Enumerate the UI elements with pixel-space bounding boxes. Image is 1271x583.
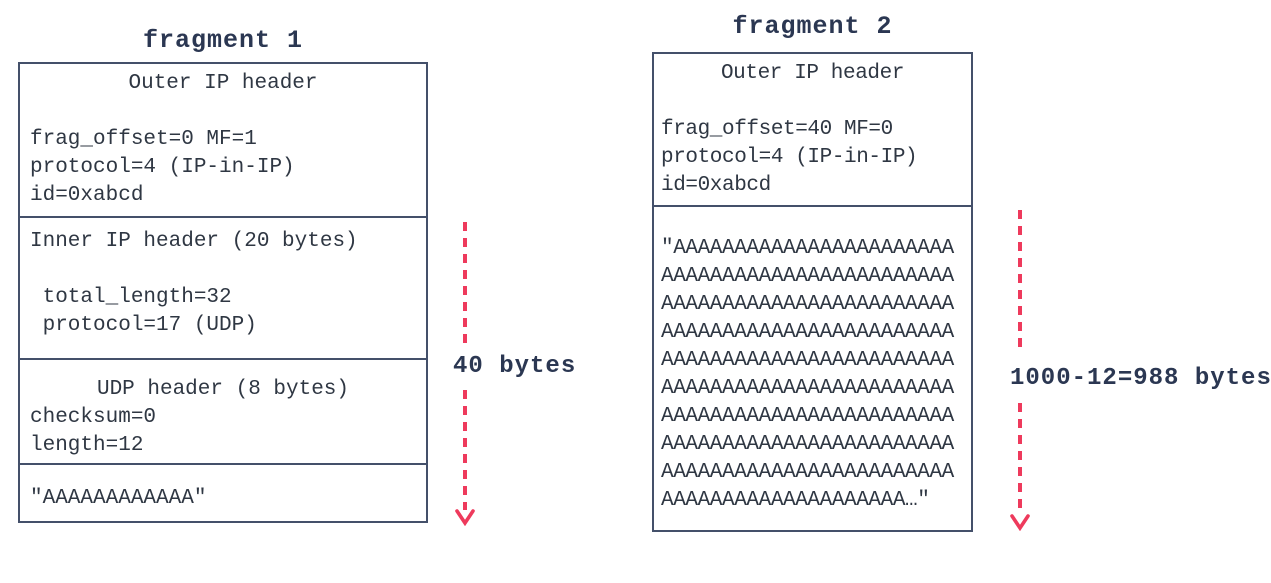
packet-section: Outer IP header frag_offset=40 MF=0 protoc… (654, 54, 971, 207)
packet-field-line: "AAAAAAAAAAAAAAAAAAAAAAA (661, 237, 954, 260)
packet-section: Outer IP header frag_offset=0 MF=1 protoco… (20, 64, 426, 218)
packet-field-line: AAAAAAAAAAAAAAAAAAAAAAAA (661, 349, 954, 372)
packet-field-line: length=12 (30, 434, 144, 457)
packet-field-line: AAAAAAAAAAAAAAAAAAAAAAAA (661, 377, 954, 400)
packet-field-line: checksum=0 (30, 406, 157, 429)
fragment-2-title: fragment 2 (732, 12, 893, 41)
packet-field-line: AAAAAAAAAAAAAAAAAAAAAAAA (661, 265, 954, 288)
packet-field-line: Outer IP header (720, 62, 905, 85)
packet-field-line: id=0xabcd (661, 174, 771, 197)
packet-field-line: frag_offset=40 MF=0 (661, 118, 893, 141)
dashed-line-icon (1018, 403, 1022, 513)
packet-section: "AAAAAAAAAAAAAAAAAAAAAAA AAAAAAAAAAAAAAAA… (654, 207, 971, 530)
packet-field-line: Outer IP header (128, 72, 318, 95)
packet-field-line: protocol=4 (IP-in-IP) (30, 156, 295, 179)
packet-field-line: protocol=17 (UDP) (30, 314, 257, 337)
dashed-line-icon (463, 222, 467, 345)
packet-field-line: protocol=4 (IP-in-IP) (661, 146, 918, 169)
packet-field-line: AAAAAAAAAAAAAAAAAAAAAAAA (661, 293, 954, 316)
dashed-line-icon (463, 390, 467, 510)
fragment-1-length-arrow: 40 bytes (453, 222, 575, 526)
packet-field-line: AAAAAAAAAAAAAAAAAAAA…" (661, 489, 930, 512)
packet-field-line (20, 256, 426, 284)
packet-field-line (654, 88, 971, 116)
packet-field-line: AAAAAAAAAAAAAAAAAAAAAAAA (661, 405, 954, 428)
fragment-2-byte-count-label: 1000-12=988 bytes (1010, 365, 1271, 392)
packet-field-line: Inner IP header (20 bytes) (30, 230, 358, 253)
fragment-1-title: fragment 1 (142, 26, 304, 55)
packet-field-line: frag_offset=0 MF=1 (30, 128, 257, 151)
fragment-1-byte-count-label: 40 bytes (453, 353, 577, 380)
arrow-down-icon (455, 509, 475, 526)
fragment-2-packet-box: Outer IP header frag_offset=40 MF=0 protoc… (652, 52, 973, 532)
fragment-2-length-arrow: 1000-12=988 bytes (1010, 210, 1271, 531)
packet-section: UDP header (8 bytes) checksum=0 length=12 (20, 360, 426, 465)
packet-field-line: AAAAAAAAAAAAAAAAAAAAAAAA (661, 461, 954, 484)
packet-field-line: UDP header (8 bytes) (96, 378, 350, 401)
packet-field-line: AAAAAAAAAAAAAAAAAAAAAAAA (661, 433, 954, 456)
packet-section: Inner IP header (20 bytes) total_length=… (20, 218, 426, 360)
arrow-down-icon (1010, 514, 1030, 531)
packet-field-line: total_length=32 (30, 286, 232, 309)
packet-section: "AAAAAAAAAAAA" (20, 465, 426, 521)
packet-field-line: AAAAAAAAAAAAAAAAAAAAAAAA (661, 321, 954, 344)
fragment-1-packet-box: Outer IP header frag_offset=0 MF=1 protoco… (18, 62, 428, 523)
dashed-line-icon (1018, 210, 1022, 353)
packet-field-line: "AAAAAAAAAAAA" (30, 487, 207, 510)
packet-field-line: id=0xabcd (30, 184, 144, 207)
packet-field-line (20, 98, 426, 126)
